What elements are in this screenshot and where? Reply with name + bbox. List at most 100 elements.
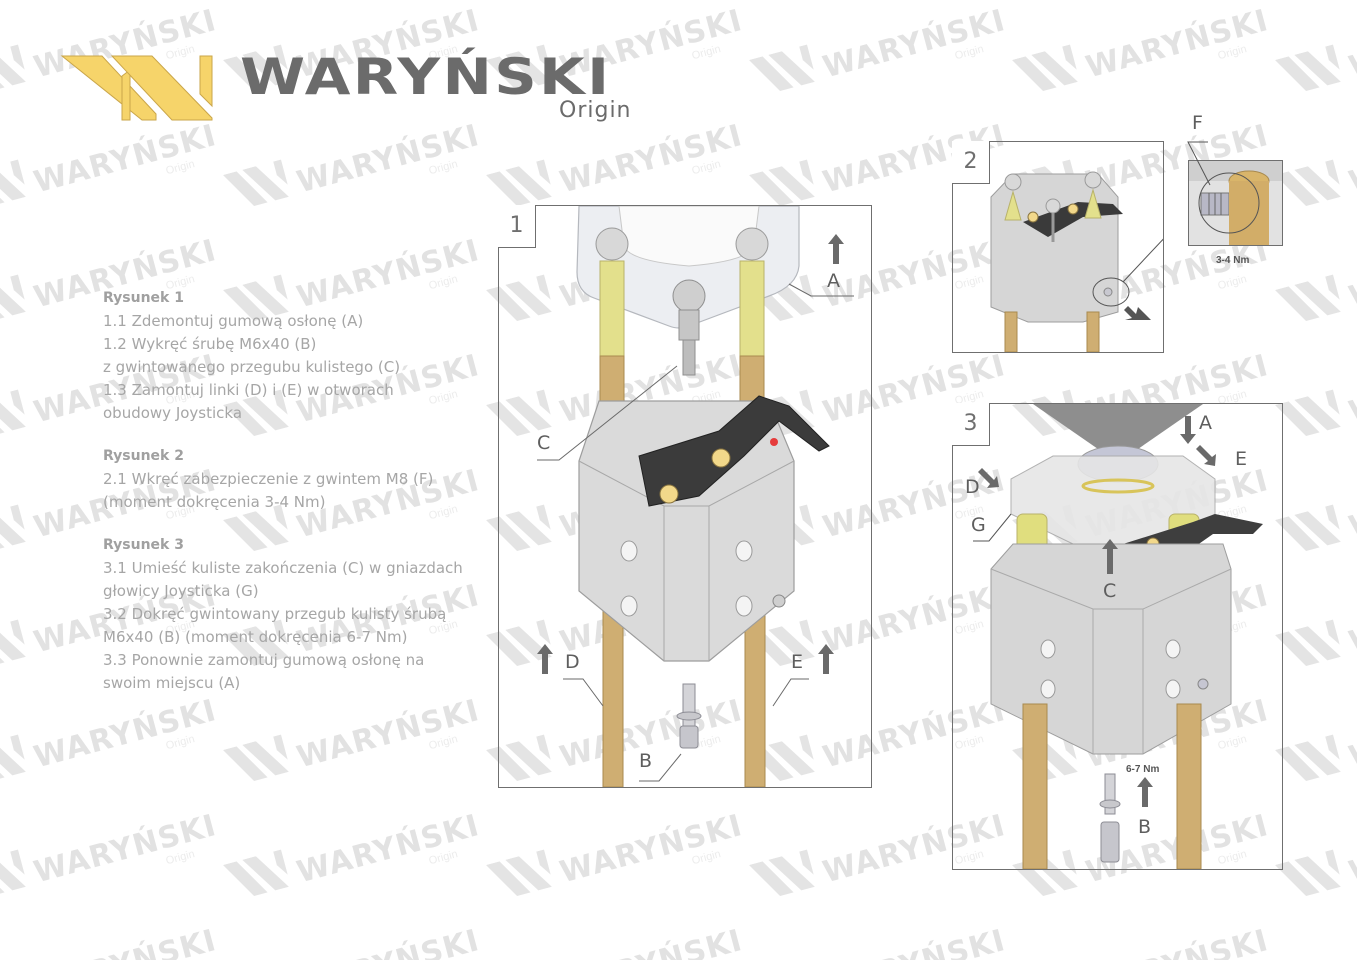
leader-line-f bbox=[1187, 141, 1211, 186]
instruction-line: 1.1 Zdemontuj gumową osłonę (A) bbox=[103, 312, 364, 330]
callout-e: E bbox=[791, 651, 804, 673]
section-title: Rysunek 1 bbox=[103, 290, 184, 306]
brand-name: WARYŃSKI bbox=[240, 48, 612, 106]
instruction-line: M6x40 (B) (moment dokręcenia 6-7 Nm) bbox=[103, 628, 408, 646]
watermark-word: WARYŃSKI bbox=[556, 118, 747, 201]
watermark-word: WARYŃSKI bbox=[293, 923, 483, 960]
watermark-w-icon bbox=[1275, 389, 1341, 437]
watermark-w-icon bbox=[1275, 44, 1341, 92]
watermark-w-icon bbox=[223, 159, 289, 207]
watermark-w-icon bbox=[0, 389, 26, 437]
watermark-subtitle: Origin bbox=[427, 158, 460, 178]
instruction-line: z gwintowanego przegubu kulistego (C) bbox=[103, 358, 401, 376]
watermark-w-icon bbox=[1275, 734, 1341, 782]
watermark-word: WARYŃSKI bbox=[1082, 3, 1273, 86]
watermark-subtitle: Origin bbox=[1216, 273, 1249, 293]
watermark-w-icon bbox=[0, 274, 26, 322]
watermark-w-icon bbox=[1012, 44, 1078, 92]
watermark-w-icon bbox=[0, 504, 26, 552]
figure-1-panel: 1 A C D E B bbox=[498, 205, 872, 788]
section-title: Rysunek 3 bbox=[103, 537, 184, 553]
watermark-w-icon bbox=[223, 734, 289, 782]
watermark-subtitle: Origin bbox=[427, 733, 460, 753]
watermark-word: WARYŃSKI bbox=[1345, 923, 1357, 960]
section-figure-2: Rysunek 2 2.1 Wkręć zabezpieczenie z gwi… bbox=[103, 445, 483, 514]
watermark-word: WARYŃSKI bbox=[1345, 3, 1357, 86]
watermark-subtitle: Origin bbox=[164, 848, 197, 868]
callout-e: E bbox=[1235, 448, 1248, 470]
callout-b: B bbox=[1138, 816, 1152, 838]
figure-3-panel: 3 A E D G C B 6-7 Nm bbox=[952, 403, 1283, 870]
figure-2-panel: 2 bbox=[952, 141, 1164, 353]
watermark-word: WARYŃSKI bbox=[1345, 463, 1357, 546]
instruction-line: 3.1 Umieść kuliste zakończenia (C) w gni… bbox=[103, 559, 463, 577]
instruction-line: 3.2 Dokręć gwintowany przegub kulisty śr… bbox=[103, 605, 447, 623]
instruction-line: obudowy Joysticka bbox=[103, 404, 243, 422]
watermark-w-icon bbox=[0, 734, 26, 782]
watermark-word: WARYŃSKI bbox=[1345, 118, 1357, 201]
watermark-word: WARYŃSKI bbox=[30, 923, 220, 960]
watermark-w-icon bbox=[1275, 849, 1341, 897]
callout-f: F bbox=[1192, 112, 1203, 134]
instruction-line: swoim miejscu (A) bbox=[103, 674, 241, 692]
instruction-line: 1.3 Zamontuj linki (D) i (E) w otworach bbox=[103, 381, 394, 399]
watermark-subtitle: Origin bbox=[164, 733, 197, 753]
instructions-text: Rysunek 1 1.1 Zdemontuj gumową osłonę (A… bbox=[103, 287, 483, 715]
watermark-word: WARYŃSKI bbox=[1345, 578, 1357, 661]
watermark-w-icon bbox=[1275, 504, 1341, 552]
watermark-subtitle: Origin bbox=[1216, 43, 1249, 63]
instruction-line: głowicy Joysticka (G) bbox=[103, 582, 259, 600]
brand-subtitle: Origin bbox=[559, 98, 632, 123]
watermark-word: WARYŃSKI bbox=[819, 923, 1009, 960]
watermark-w-icon bbox=[223, 849, 289, 897]
callout-a: A bbox=[1199, 412, 1212, 434]
watermark-w-icon bbox=[1275, 159, 1341, 207]
watermark-word: WARYŃSKI bbox=[819, 3, 1010, 86]
watermark-word: WARYŃSKI bbox=[1345, 693, 1357, 776]
section-figure-3: Rysunek 3 3.1 Umieść kuliste zakończenia… bbox=[103, 534, 483, 695]
watermark-w-icon bbox=[0, 849, 26, 897]
watermark-w-icon bbox=[0, 159, 26, 207]
watermark-subtitle: Origin bbox=[427, 848, 460, 868]
section-title: Rysunek 2 bbox=[103, 448, 184, 464]
watermark-word: WARYŃSKI bbox=[30, 808, 221, 891]
callout-g: G bbox=[971, 514, 986, 536]
figure-number: 1 bbox=[498, 205, 536, 248]
joystick-assembly-drawing bbox=[973, 404, 1263, 869]
watermark-word: WARYŃSKI bbox=[1345, 233, 1357, 316]
watermark-word: WARYŃSKI bbox=[1345, 348, 1357, 431]
instruction-line: 2.1 Wkręć zabezpieczenie z gwintem M8 (F… bbox=[103, 470, 434, 488]
watermark-subtitle: Origin bbox=[953, 43, 986, 63]
watermark-subtitle: Origin bbox=[690, 848, 723, 868]
figure-number: 2 bbox=[952, 141, 990, 184]
watermark-w-icon bbox=[0, 619, 26, 667]
watermark-word: WARYŃSKI bbox=[293, 808, 484, 891]
watermark-w-icon bbox=[486, 849, 552, 897]
torque-label-6-7: 6-7 Nm bbox=[1126, 764, 1160, 775]
watermark-word: WARYŃSKI bbox=[30, 118, 221, 201]
instruction-line: 1.2 Wykręć śrubę M6x40 (B) bbox=[103, 335, 317, 353]
watermark-w-icon bbox=[749, 44, 815, 92]
callout-c: C bbox=[537, 432, 551, 454]
